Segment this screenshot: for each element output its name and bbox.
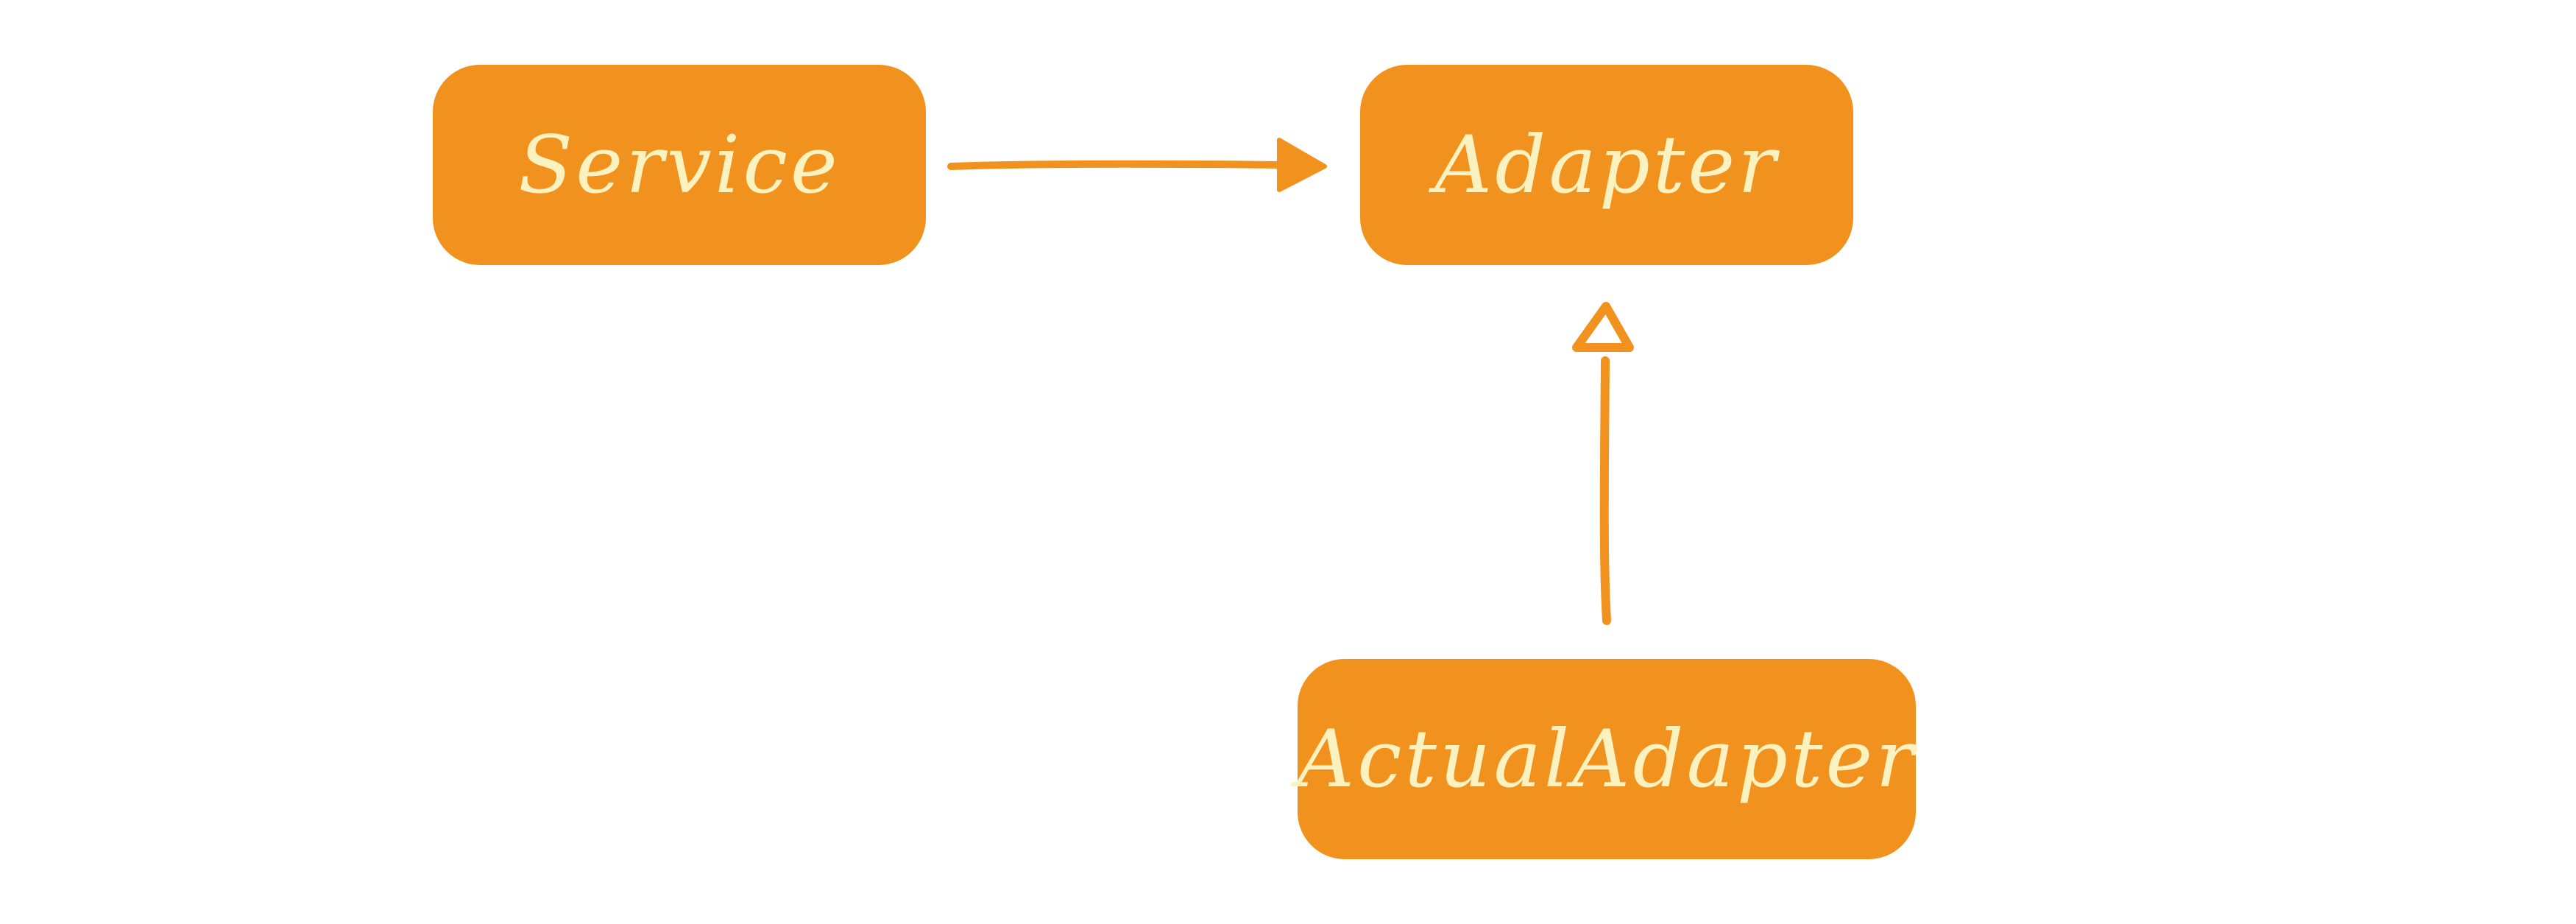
arrowhead-hollow-triangle — [1572, 302, 1634, 352]
node-label: Adapter — [1434, 119, 1779, 211]
arrowhead-filled — [1277, 138, 1327, 192]
edge-line — [1599, 356, 1611, 625]
node-label: Service — [518, 119, 841, 211]
node-adapter: Adapter — [1360, 65, 1853, 265]
node-label: ActualAdapter — [1297, 713, 1917, 805]
edge-actualadapter-to-adapter — [1572, 302, 1634, 625]
edge-service-to-adapter — [947, 138, 1327, 192]
edge-line — [947, 160, 1284, 170]
node-service: Service — [433, 65, 926, 265]
node-actual-adapter: ActualAdapter — [1297, 659, 1917, 859]
